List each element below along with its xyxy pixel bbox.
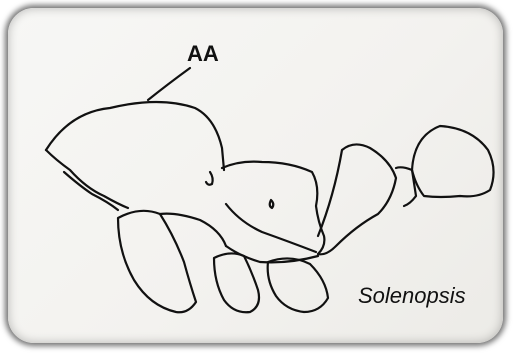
propodeum-lower — [226, 204, 316, 252]
hind-coxa — [268, 258, 328, 312]
species-label: Solenopsis — [358, 283, 466, 309]
spiracle — [206, 172, 213, 185]
gaster — [412, 126, 494, 197]
middle-coxa — [214, 253, 259, 312]
pronotum-outline — [46, 102, 224, 170]
label-pointer-line — [148, 68, 190, 100]
propodeal-spiracle — [270, 200, 274, 208]
label-aa: AA — [187, 41, 219, 67]
neck-fold — [64, 172, 118, 210]
neck-line — [46, 150, 128, 208]
anterior-coxa — [118, 211, 196, 312]
petiole — [318, 144, 396, 254]
